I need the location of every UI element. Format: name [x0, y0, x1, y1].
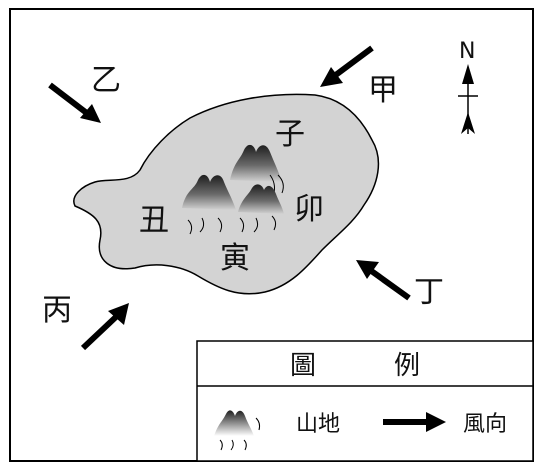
wind-arrow-bing: [80, 303, 129, 351]
label-ding: 丁: [414, 275, 444, 310]
label-zi: 子: [275, 117, 305, 152]
legend-title: 圖 例: [290, 351, 420, 381]
wind-arrow-jia: [320, 45, 374, 87]
wind-arrow-yi: [48, 82, 101, 123]
label-chou: 丑: [139, 203, 169, 238]
north-label: N: [459, 39, 475, 64]
wind-arrow-ding: [356, 260, 411, 301]
label-jia: 甲: [368, 73, 398, 108]
legend-box: [196, 340, 534, 462]
legend: 圖 例 山地 風向: [196, 340, 534, 462]
legend-mountain-label: 山地: [296, 412, 340, 437]
mountain-icon: [182, 144, 284, 235]
legend-mountain-icon: [214, 410, 261, 451]
label-yin: 寅: [220, 241, 250, 276]
north-arrow-icon: N: [458, 39, 478, 134]
label-bing: 丙: [42, 293, 72, 328]
legend-wind-arrow-icon: [383, 412, 446, 432]
legend-wind-label: 風向: [463, 412, 507, 437]
label-yi: 乙: [91, 63, 121, 98]
label-mao: 卯: [294, 192, 324, 227]
